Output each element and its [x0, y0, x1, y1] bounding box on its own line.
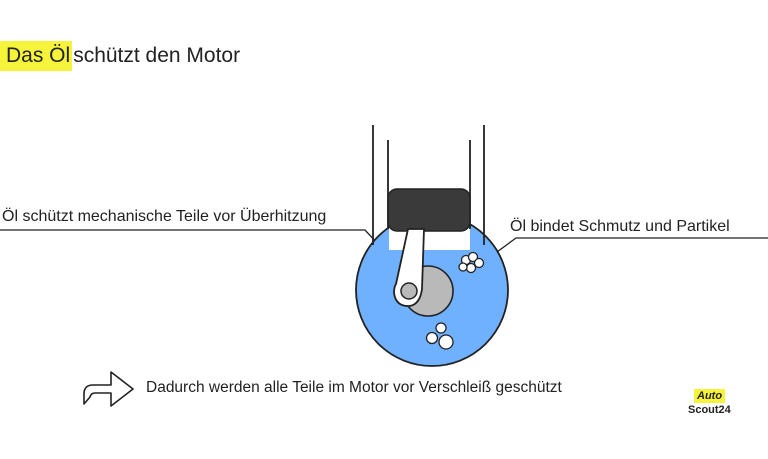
rod-pin: [400, 282, 418, 300]
logo-line2: Scout24: [688, 404, 731, 416]
dirt-particles-icon: [458, 251, 485, 274]
label-dirt-particles: Öl bindet Schmutz und Partikel: [510, 218, 730, 235]
leader-line-left: [0, 229, 379, 245]
logo-line1: Auto: [694, 389, 726, 403]
arrow-right-icon: [83, 371, 134, 407]
autoscout24-logo: Auto Scout24: [688, 389, 738, 416]
piston: [387, 188, 471, 232]
title-highlight: Das Öl: [0, 41, 73, 71]
conclusion-text: Dadurch werden alle Teile im Motor vor V…: [146, 379, 562, 396]
leader-line-right: [485, 237, 768, 261]
title-rest: schützt den Motor: [73, 44, 241, 67]
oil-bubbles-icon: [425, 322, 454, 350]
label-overheating: Öl schützt mechanische Teile vor Überhit…: [2, 208, 327, 225]
